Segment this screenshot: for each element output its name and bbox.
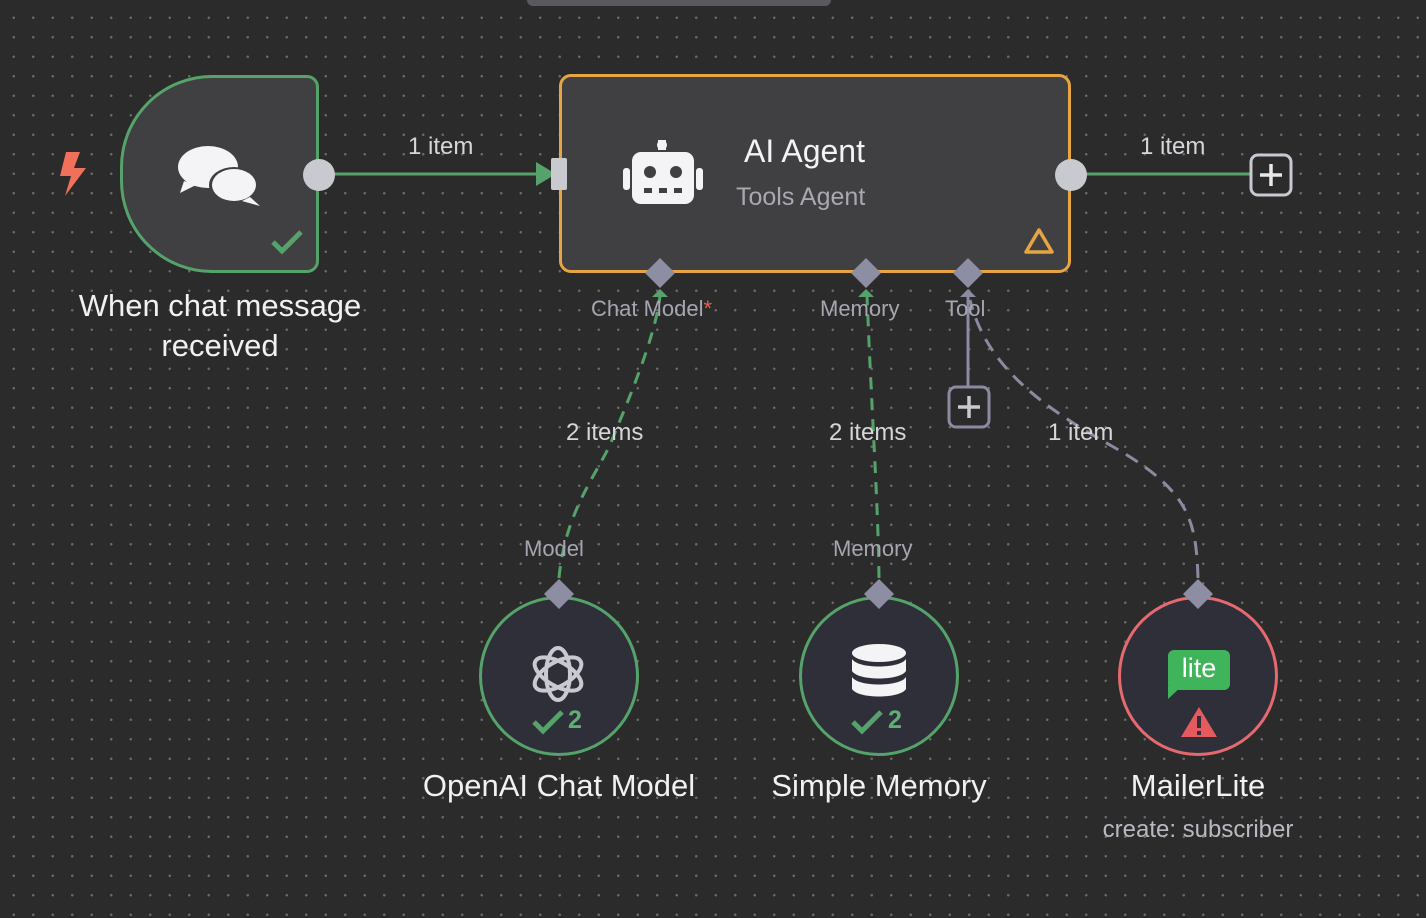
- success-check-icon: [851, 710, 883, 735]
- warning-triangle-icon[interactable]: [1023, 227, 1055, 255]
- error-warning-icon[interactable]: [1179, 705, 1219, 739]
- memory-port[interactable]: [849, 256, 883, 290]
- memory-title: Simple Memory: [771, 768, 987, 803]
- add-tool-button[interactable]: [947, 385, 991, 429]
- add-node-button[interactable]: [1249, 153, 1293, 197]
- openai-chat-model-node[interactable]: [479, 596, 639, 756]
- openai-input-port[interactable]: [542, 577, 576, 611]
- robot-icon: [623, 140, 703, 204]
- model-link-count: 2 items: [566, 419, 644, 446]
- openai-run-count: 2: [568, 706, 582, 734]
- tool-port[interactable]: [951, 256, 985, 290]
- database-icon: [852, 644, 906, 697]
- canvas-toolbar-handle[interactable]: [527, 0, 831, 6]
- chat-model-port-label: Chat Model*: [591, 296, 713, 321]
- chat-bubbles-icon: [178, 146, 260, 206]
- openai-title: OpenAI Chat Model: [422, 768, 696, 803]
- model-input-label: Model: [524, 536, 584, 561]
- agent-input-port[interactable]: [551, 158, 567, 190]
- trigger-agent-count: 1 item: [408, 133, 474, 160]
- agent-output-count: 1 item: [1140, 133, 1206, 160]
- mailerlite-subtitle: create: subscriber: [1102, 816, 1294, 843]
- connection-tool: [968, 299, 1200, 579]
- agent-subtitle: Tools Agent: [736, 183, 866, 211]
- mailerlite-title: MailerLite: [1130, 768, 1266, 803]
- mailerlite-logo-icon: lite: [1168, 650, 1230, 690]
- memory-port-label: Memory: [820, 296, 900, 321]
- tool-link-count: 1 item: [1048, 419, 1114, 446]
- agent-title: AI Agent: [744, 133, 865, 169]
- chat-model-port[interactable]: [643, 256, 677, 290]
- agent-output-port[interactable]: [1054, 158, 1088, 192]
- tool-port-label: Tool: [945, 296, 986, 321]
- mailerlite-logo-tail: [1168, 686, 1182, 699]
- success-check-icon: [271, 230, 303, 255]
- openai-logo-icon: [532, 646, 584, 702]
- memory-input-label: Memory: [833, 536, 913, 561]
- trigger-output-port[interactable]: [302, 158, 336, 192]
- success-check-icon: [532, 710, 564, 735]
- mailerlite-input-port[interactable]: [1181, 577, 1215, 611]
- memory-input-port[interactable]: [862, 577, 896, 611]
- arrow-head: [536, 162, 556, 186]
- connection-model: [557, 295, 662, 579]
- memory-run-count: 2: [888, 706, 902, 734]
- trigger-title: When chat message received: [78, 288, 362, 363]
- memory-link-count: 2 items: [829, 419, 907, 446]
- connection-memory: [865, 295, 881, 579]
- mailerlite-logo-text: lite: [1181, 653, 1217, 683]
- trigger-bolt-icon: [60, 152, 86, 196]
